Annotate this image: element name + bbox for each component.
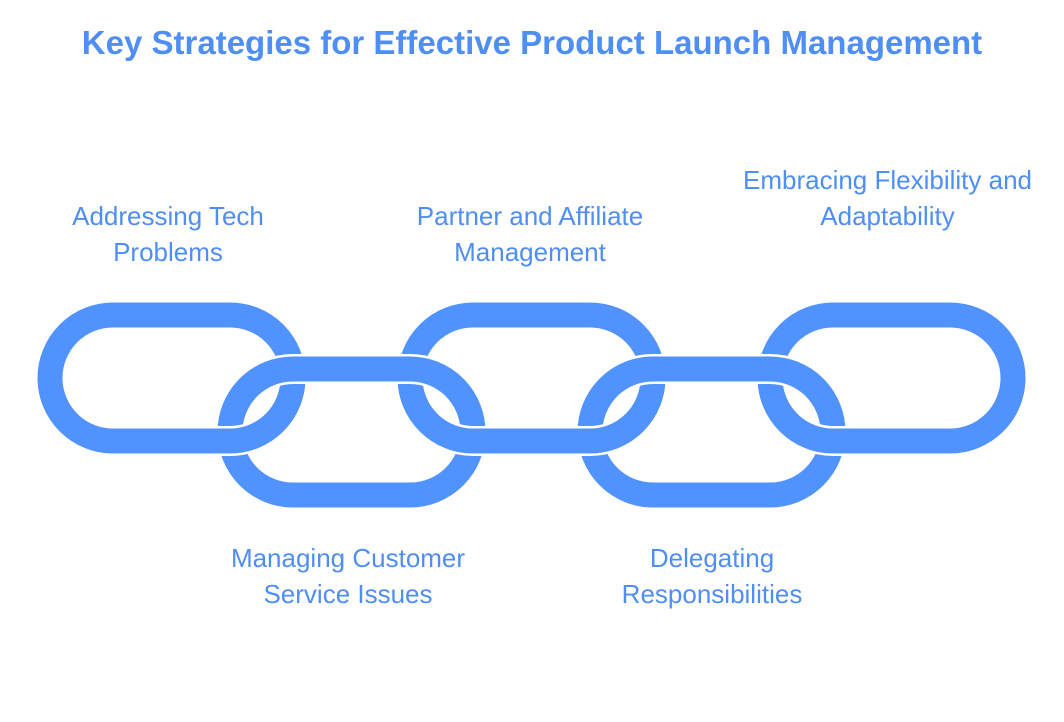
label-addressing-tech-problems: Addressing Tech Problems (72, 201, 264, 267)
label-partner-affiliate-management: Partner and Affiliate Management (416, 201, 644, 267)
chain-link-top-3-overlap (757, 398, 1026, 456)
label-managing-customer-service: Managing Customer Service Issues (230, 543, 466, 609)
chain-link-top-2-overlap (397, 398, 666, 456)
chain-link-top-1-overlap (37, 398, 306, 456)
diagram-title: Key Strategies for Effective Product Lau… (81, 24, 983, 61)
label-embracing-flexibility: Embracing Flexibility and Adaptability (742, 165, 1032, 231)
label-delegating-responsibilities: Delegating Responsibilities (621, 543, 803, 609)
